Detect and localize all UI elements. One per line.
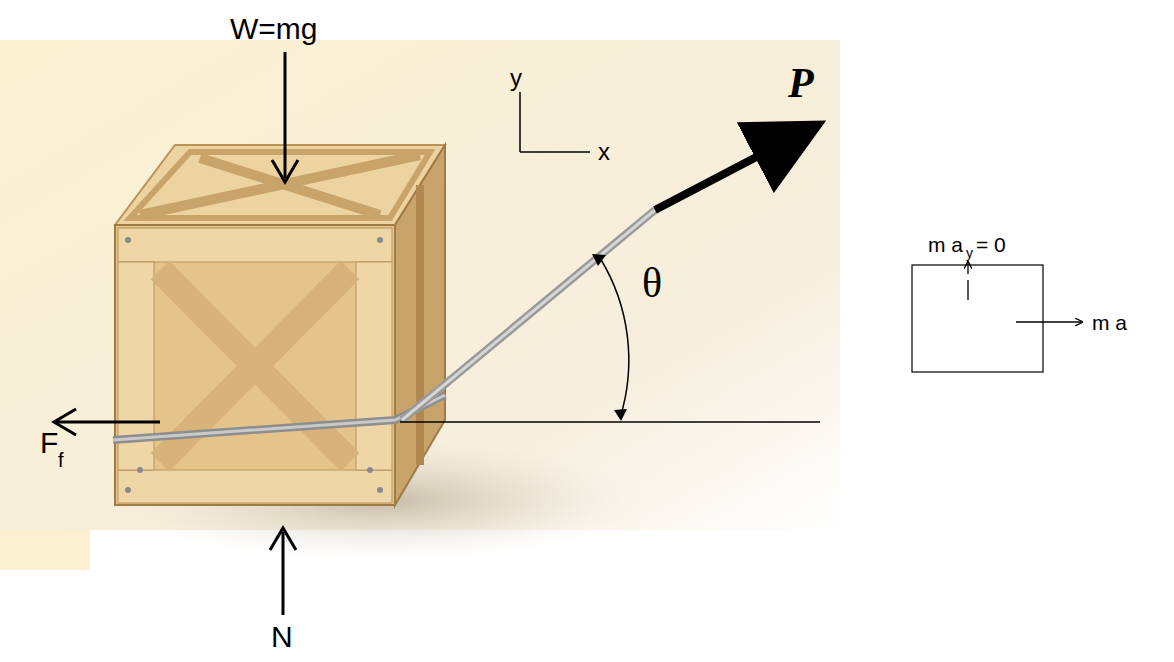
force-label: P: [788, 62, 814, 104]
force-label: N: [271, 622, 293, 652]
axis-label: y: [510, 66, 522, 90]
force-label: F: [40, 428, 58, 458]
subscript: f: [58, 450, 64, 470]
inertia-label: m a: [928, 234, 963, 255]
force-label: W=mg: [230, 14, 318, 44]
inertia-label: m a: [1092, 312, 1127, 333]
inertia-label: = 0: [976, 234, 1006, 255]
subscript: y: [966, 246, 973, 260]
angle-label: θ: [642, 262, 662, 304]
axis-label: x: [598, 140, 610, 164]
